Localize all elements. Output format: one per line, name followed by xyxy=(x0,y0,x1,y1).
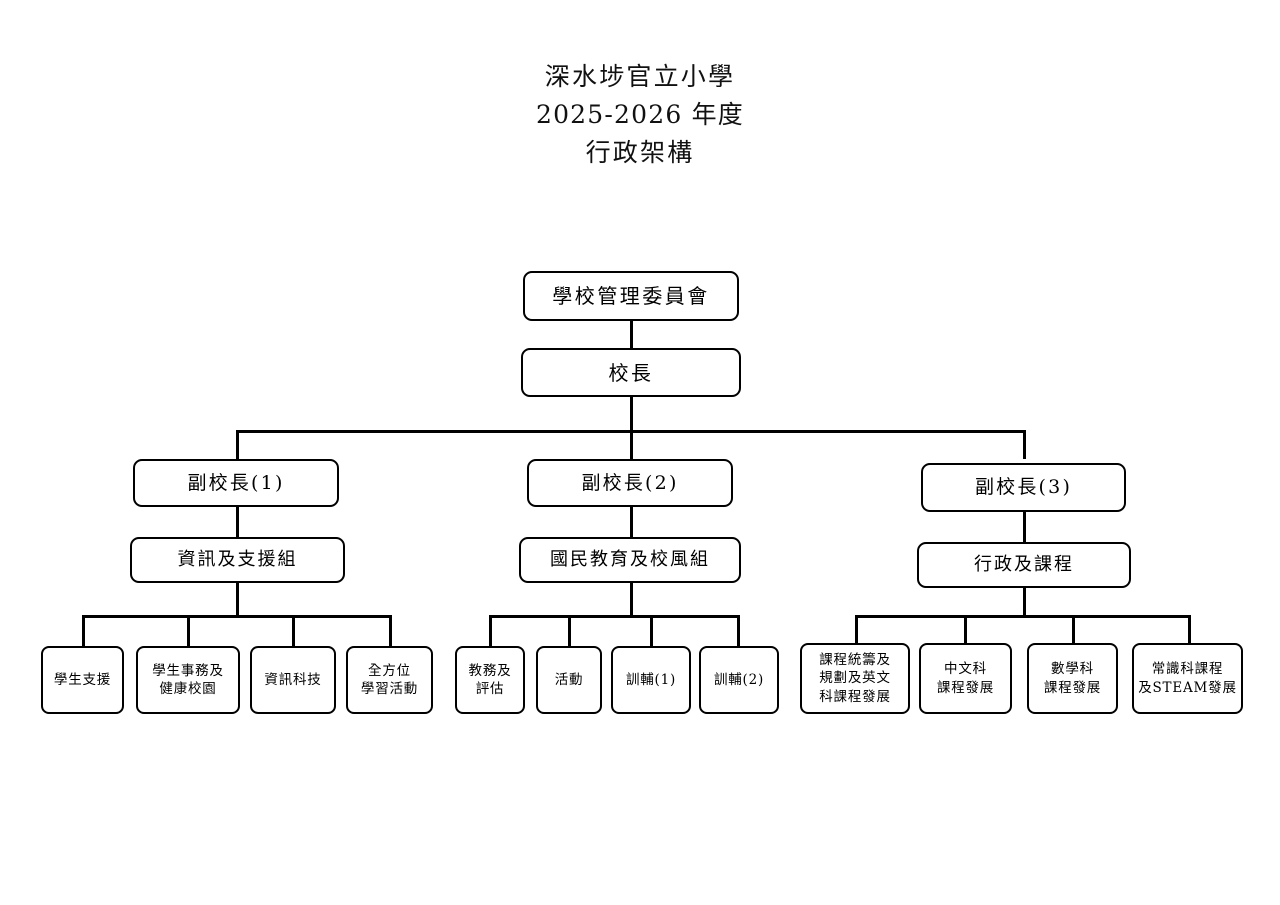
connector-branch2-drop-3 xyxy=(650,615,653,647)
leaf-label: 全方位 學習活動 xyxy=(360,662,419,697)
leaf-label: 課程統籌及 規劃及英文 科課程發展 xyxy=(819,651,891,705)
connector-branch3-drop-2 xyxy=(964,615,967,647)
leaf-discipline-and-guidance-1[interactable]: 訓輔(1) xyxy=(611,646,691,714)
leaf-life-wide-learning-activities[interactable]: 全方位 學習活動 xyxy=(346,646,433,714)
node-principal[interactable]: 校長 xyxy=(521,348,741,397)
node-label: 副校長(1) xyxy=(187,471,285,494)
leaf-chinese-curriculum-development[interactable]: 中文科 課程發展 xyxy=(919,643,1012,714)
leaf-label: 訓輔(1) xyxy=(625,671,677,688)
leaf-academic-affairs-and-assessment[interactable]: 教務及 評估 xyxy=(455,646,525,714)
connector-bus-to-vp1 xyxy=(236,430,239,459)
node-vice-principal-3[interactable]: 副校長(3) xyxy=(921,463,1126,512)
node-national-education-and-school-ethos-group[interactable]: 國民教育及校風組 xyxy=(519,537,741,583)
connector-branch2-drop-4 xyxy=(737,615,740,647)
node-vice-principal-1[interactable]: 副校長(1) xyxy=(133,459,339,507)
connector-branch1-drop-2 xyxy=(187,615,190,647)
connector-group2-stem xyxy=(630,583,633,617)
chart-title: 深水埗官立小學 2025-2026 年度 行政架構 xyxy=(0,58,1280,172)
connector-group1-stem xyxy=(236,583,239,617)
connector-bus-to-vp3 xyxy=(1023,430,1026,459)
connector-branch2-bus xyxy=(489,615,739,618)
title-line-subject: 行政架構 xyxy=(585,138,695,167)
node-school-management-committee[interactable]: 學校管理委員會 xyxy=(523,271,739,321)
connector-branch1-drop-1 xyxy=(82,615,85,647)
leaf-curriculum-coordination-planning-and-english-curriculum-development[interactable]: 課程統籌及 規劃及英文 科課程發展 xyxy=(800,643,910,714)
node-label: 資訊及支援組 xyxy=(177,549,298,571)
node-label: 國民教育及校風組 xyxy=(550,549,710,571)
connector-vp3-to-group3 xyxy=(1023,512,1026,543)
node-label: 行政及課程 xyxy=(974,554,1074,576)
leaf-label: 中文科 課程發展 xyxy=(936,661,995,696)
leaf-general-studies-curriculum-and-steam-development[interactable]: 常識科課程 及STEAM發展 xyxy=(1132,643,1243,714)
leaf-information-technology[interactable]: 資訊科技 xyxy=(250,646,336,714)
node-it-and-support-group[interactable]: 資訊及支援組 xyxy=(130,537,345,583)
node-label: 學校管理委員會 xyxy=(552,284,710,308)
leaf-label: 常識科課程 及STEAM發展 xyxy=(1138,661,1237,696)
connector-branch1-drop-4 xyxy=(389,615,392,647)
connector-vp2-to-group2 xyxy=(630,507,633,538)
connector-bus-to-vp2 xyxy=(630,430,633,459)
connector-branch2-drop-2 xyxy=(568,615,571,647)
connector-branch1-bus xyxy=(82,615,391,618)
leaf-discipline-and-guidance-2[interactable]: 訓輔(2) xyxy=(699,646,779,714)
leaf-label: 數學科 課程發展 xyxy=(1043,661,1102,696)
connector-branch3-drop-4 xyxy=(1188,615,1191,647)
leaf-label: 活動 xyxy=(554,671,584,688)
leaf-mathematics-curriculum-development[interactable]: 數學科 課程發展 xyxy=(1027,643,1118,714)
leaf-student-support[interactable]: 學生支援 xyxy=(41,646,124,714)
leaf-label: 學生支援 xyxy=(53,671,112,688)
connector-principal-stem xyxy=(630,396,633,432)
leaf-label: 訓輔(2) xyxy=(713,671,765,688)
title-line-school-year: 2025-2026 年度 xyxy=(535,100,745,129)
leaf-label: 資訊科技 xyxy=(264,671,322,688)
leaf-label: 學生事務及 健康校園 xyxy=(152,662,224,697)
connector-branch3-drop-1 xyxy=(855,615,858,647)
connector-board-to-principal xyxy=(630,320,633,350)
connector-branch3-drop-3 xyxy=(1072,615,1075,647)
node-label: 副校長(3) xyxy=(974,476,1073,499)
connector-vp1-to-group1 xyxy=(236,507,239,538)
node-vice-principal-2[interactable]: 副校長(2) xyxy=(527,459,733,507)
connector-branch3-bus xyxy=(855,615,1190,618)
leaf-label: 教務及 評估 xyxy=(468,662,512,697)
connector-group3-stem xyxy=(1023,588,1026,617)
connector-branch2-drop-1 xyxy=(489,615,492,647)
node-label: 校長 xyxy=(608,360,654,385)
connector-branch1-drop-3 xyxy=(292,615,295,647)
node-administration-and-curriculum[interactable]: 行政及課程 xyxy=(917,542,1131,588)
title-line-school-name: 深水埗官立小學 xyxy=(544,62,736,91)
leaf-activities[interactable]: 活動 xyxy=(536,646,602,714)
leaf-student-affairs-and-healthy-campus[interactable]: 學生事務及 健康校園 xyxy=(136,646,240,714)
node-label: 副校長(2) xyxy=(581,471,679,494)
